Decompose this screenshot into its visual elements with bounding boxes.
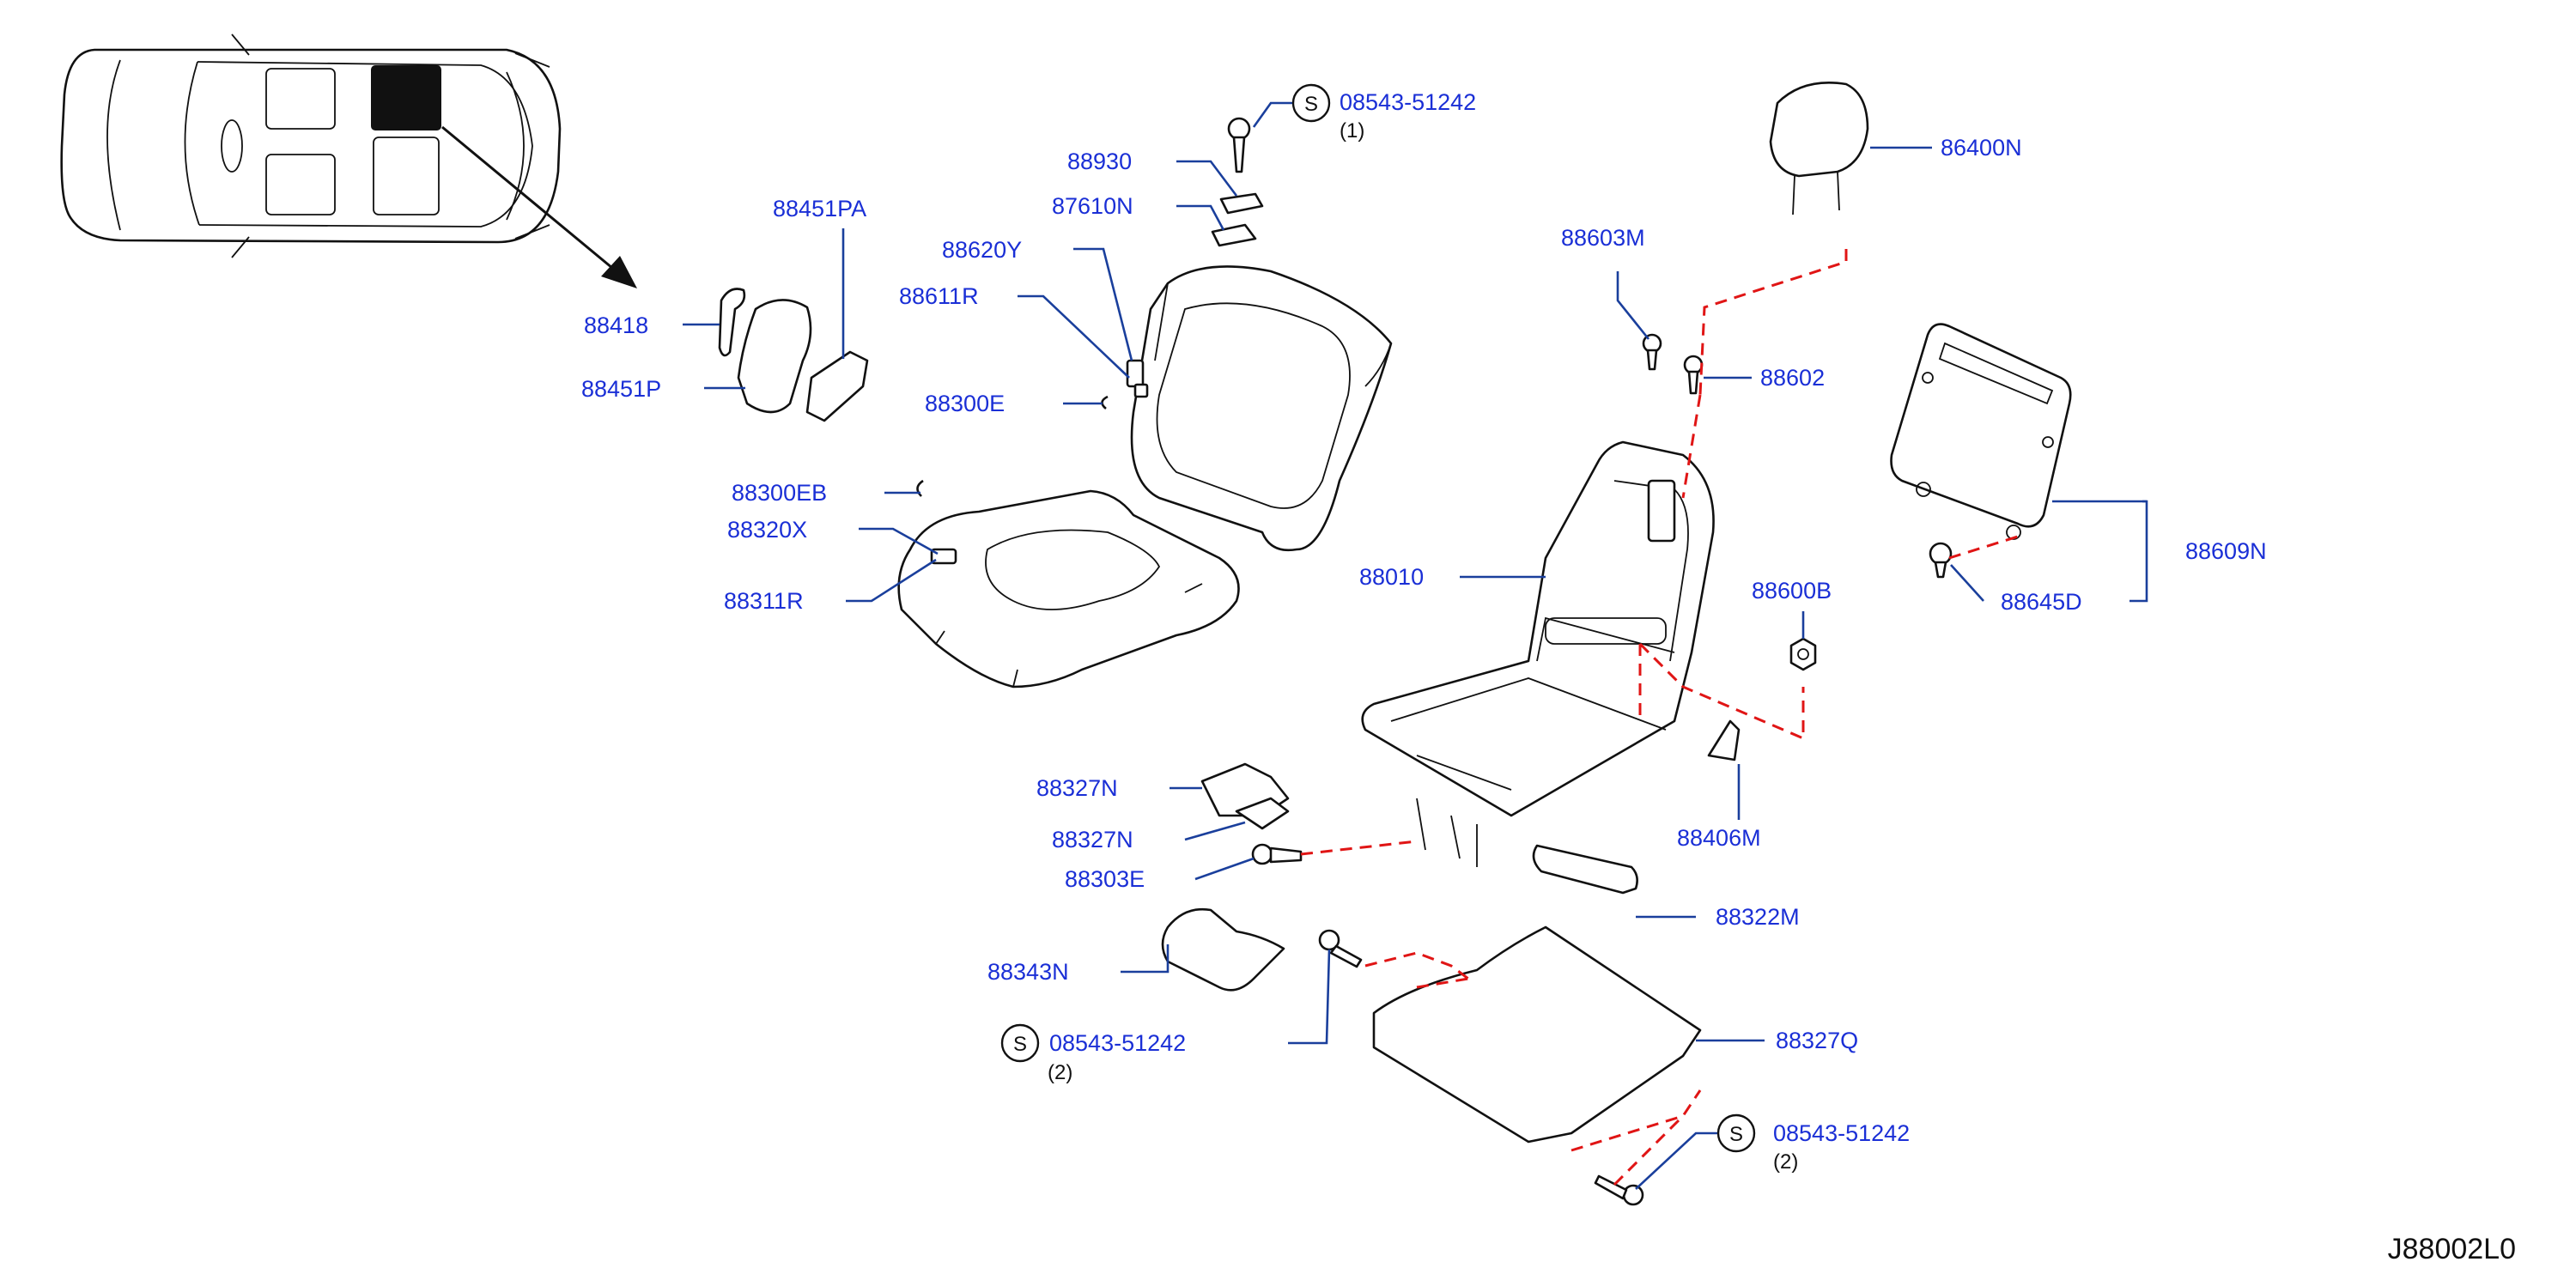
label-88451PA[interactable]: 88451PA xyxy=(773,196,866,221)
label-87610N[interactable]: 87610N xyxy=(1052,193,1133,219)
finisher-88418 xyxy=(718,288,746,357)
s-symbol-1: S xyxy=(1291,83,1331,123)
label-88010[interactable]: 88010 xyxy=(1359,564,1424,590)
label-88320X[interactable]: 88320X xyxy=(727,517,807,543)
seat-frame-88010 xyxy=(1361,440,1715,867)
label-88602[interactable]: 88602 xyxy=(1760,365,1825,391)
label-88300E[interactable]: 88300E xyxy=(925,391,1005,416)
hog-ring-88300E xyxy=(1101,395,1109,410)
screw-top xyxy=(1227,117,1251,173)
back-board-88609N xyxy=(1890,323,2072,540)
seat-back-cushion xyxy=(1130,265,1393,552)
qty-08543-51242-b: (2) xyxy=(1048,1061,1072,1084)
cover-88327Q xyxy=(1372,925,1702,1144)
label-88609N[interactable]: 88609N xyxy=(2185,538,2267,564)
s-symbol-2: S xyxy=(1000,1023,1040,1063)
svg-text:S: S xyxy=(1304,93,1318,116)
label-08543-51242-a[interactable]: 08543-51242 xyxy=(1340,89,1476,115)
label-88620Y[interactable]: 88620Y xyxy=(942,237,1022,263)
label-88406M[interactable]: 88406M xyxy=(1677,825,1761,851)
bracket-88930 xyxy=(1219,192,1264,215)
label-86400N[interactable]: 86400N xyxy=(1941,135,2022,161)
label-08543-51242-b[interactable]: 08543-51242 xyxy=(1049,1030,1186,1056)
vehicle-top-view xyxy=(60,33,637,288)
label-88451P[interactable]: 88451P xyxy=(581,376,661,402)
label-88327N-2[interactable]: 88327N xyxy=(1052,827,1133,852)
cover-88343N xyxy=(1161,907,1285,992)
screw-lower-left xyxy=(1318,929,1363,968)
label-88322M[interactable]: 88322M xyxy=(1716,904,1800,930)
headrest-86400N xyxy=(1769,82,1869,215)
diagram-code: J88002L0 xyxy=(2388,1233,2516,1265)
screw-lower-right xyxy=(1594,1174,1644,1206)
svg-text:S: S xyxy=(1729,1123,1743,1146)
label-88603M[interactable]: 88603M xyxy=(1561,225,1645,251)
qty-08543-51242-c: (2) xyxy=(1773,1150,1798,1174)
label-88418[interactable]: 88418 xyxy=(584,312,648,338)
cover-88327N-2 xyxy=(1235,797,1290,830)
bolt-88603M xyxy=(1642,333,1662,371)
assembly-lines xyxy=(1300,249,2019,1186)
qty-08543-51242-a: (1) xyxy=(1340,119,1364,143)
label-88303E[interactable]: 88303E xyxy=(1065,866,1145,892)
leader-lines xyxy=(683,101,2148,1190)
label-88611R[interactable]: 88611R xyxy=(899,283,979,309)
seat-cushion xyxy=(897,489,1240,689)
label-88311R[interactable]: 88311R xyxy=(724,588,804,614)
finisher-88322M xyxy=(1532,844,1638,895)
clip-88645D xyxy=(1929,542,1953,579)
label-08543-51242-c[interactable]: 08543-51242 xyxy=(1773,1120,1910,1146)
finisher-88451PA xyxy=(805,350,869,422)
label-88327Q[interactable]: 88327Q xyxy=(1776,1028,1858,1053)
label-88930[interactable]: 88930 xyxy=(1067,149,1132,174)
nut-88600B xyxy=(1789,637,1817,671)
label-88600B[interactable]: 88600B xyxy=(1752,578,1832,604)
finisher-88451P xyxy=(737,299,812,414)
svg-text:S: S xyxy=(1013,1033,1027,1056)
cover-88406M xyxy=(1707,719,1741,761)
bracket-87610N xyxy=(1211,223,1257,247)
label-88327N-1[interactable]: 88327N xyxy=(1036,775,1118,801)
highlighted-seat-position xyxy=(371,65,441,130)
label-88300EB[interactable]: 88300EB xyxy=(732,480,827,506)
trim-clips-88620Y xyxy=(1126,359,1149,398)
s-symbol-3: S xyxy=(1716,1113,1756,1153)
label-88645D[interactable]: 88645D xyxy=(2001,589,2082,615)
label-88343N[interactable]: 88343N xyxy=(987,959,1069,985)
bolt-88303E xyxy=(1251,843,1303,865)
